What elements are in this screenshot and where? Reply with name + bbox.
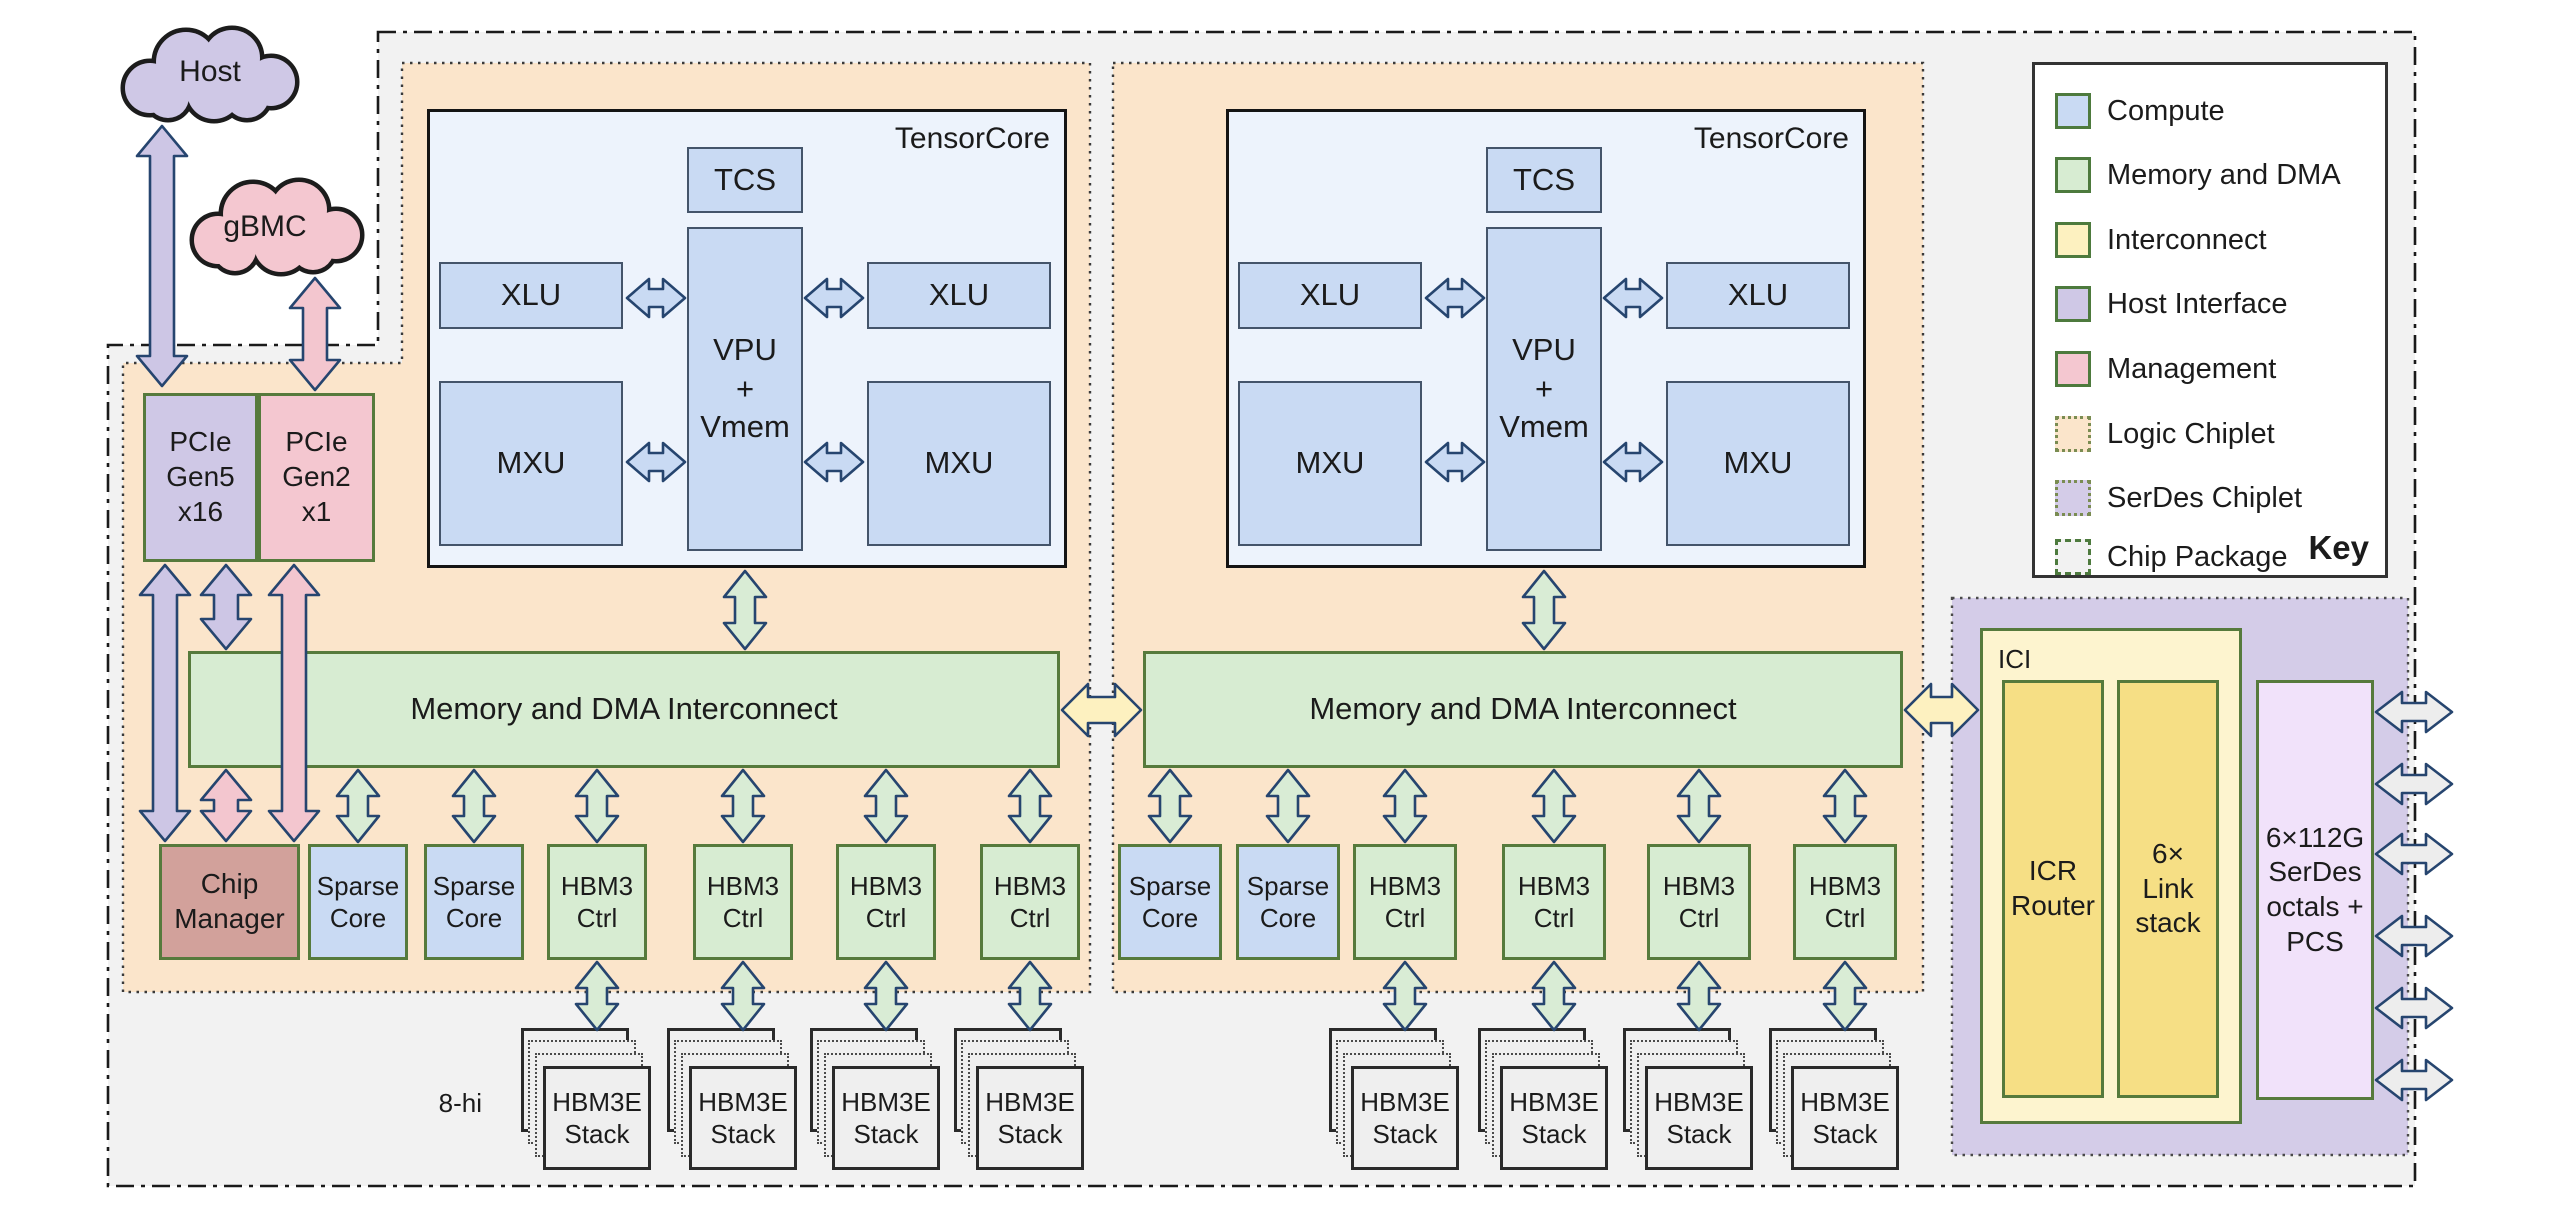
gbmc-cloud-label: gBMC [223, 210, 307, 243]
tensorcore-1-title: TensorCore [894, 122, 1050, 155]
tensorcore-2-title: TensorCore [1693, 122, 1849, 155]
xlu-box-2r: XLU [1666, 262, 1850, 329]
memory-dma-interconnect-bar-2: Memory and DMA Interconnect [1143, 651, 1903, 768]
memory-dma-swatch [2055, 157, 2091, 193]
legend-title: Key [2308, 529, 2369, 566]
stack-height-label: 8-hi [438, 1088, 482, 1118]
mxu-box-2r: MXU [1666, 381, 1850, 546]
legend-item: Host Interface [2055, 285, 2288, 323]
vpu-vmem-box-1: VPU + Vmem [687, 227, 803, 551]
legend: Compute Memory and DMA Interconnect Host… [2032, 62, 2388, 578]
legend-item: Management [2055, 350, 2276, 388]
legend-item: Chip Package [2055, 538, 2288, 576]
compute-swatch [2055, 93, 2091, 129]
host-interface-swatch [2055, 286, 2091, 322]
chip-package-swatch [2055, 539, 2091, 575]
memory-dma-interconnect-bar-1: Memory and DMA Interconnect [188, 651, 1060, 768]
serdes-chiplet-swatch [2055, 480, 2091, 516]
tcs-box-1: TCS [687, 147, 803, 213]
pcie-gen5-box: PCIe Gen5 x16 [143, 393, 258, 562]
host-cloud-label: Host [179, 55, 241, 88]
legend-item: Memory and DMA [2055, 156, 2341, 194]
mxu-box-2l: MXU [1238, 381, 1422, 546]
pcie-gen2-box: PCIe Gen2 x1 [258, 393, 375, 562]
tcs-box-2: TCS [1486, 147, 1602, 213]
xlu-box-1l: XLU [439, 262, 623, 329]
legend-item: Compute [2055, 92, 2225, 130]
xlu-box-2l: XLU [1238, 262, 1422, 329]
ici-title: ICI [1998, 644, 2032, 674]
logic-chiplet-swatch [2055, 416, 2091, 452]
chip-manager-box: Chip Manager [159, 844, 300, 960]
vpu-vmem-box-2: VPU + Vmem [1486, 227, 1602, 551]
mxu-box-1l: MXU [439, 381, 623, 546]
gbmc-cloud [189, 177, 365, 277]
host-cloud [120, 25, 300, 124]
mxu-box-1r: MXU [867, 381, 1051, 546]
management-swatch [2055, 351, 2091, 387]
interconnect-swatch [2055, 222, 2091, 258]
legend-item: SerDes Chiplet [2055, 479, 2302, 517]
xlu-box-1r: XLU [867, 262, 1051, 329]
legend-item: Interconnect [2055, 221, 2267, 259]
legend-item: Logic Chiplet [2055, 415, 2275, 453]
